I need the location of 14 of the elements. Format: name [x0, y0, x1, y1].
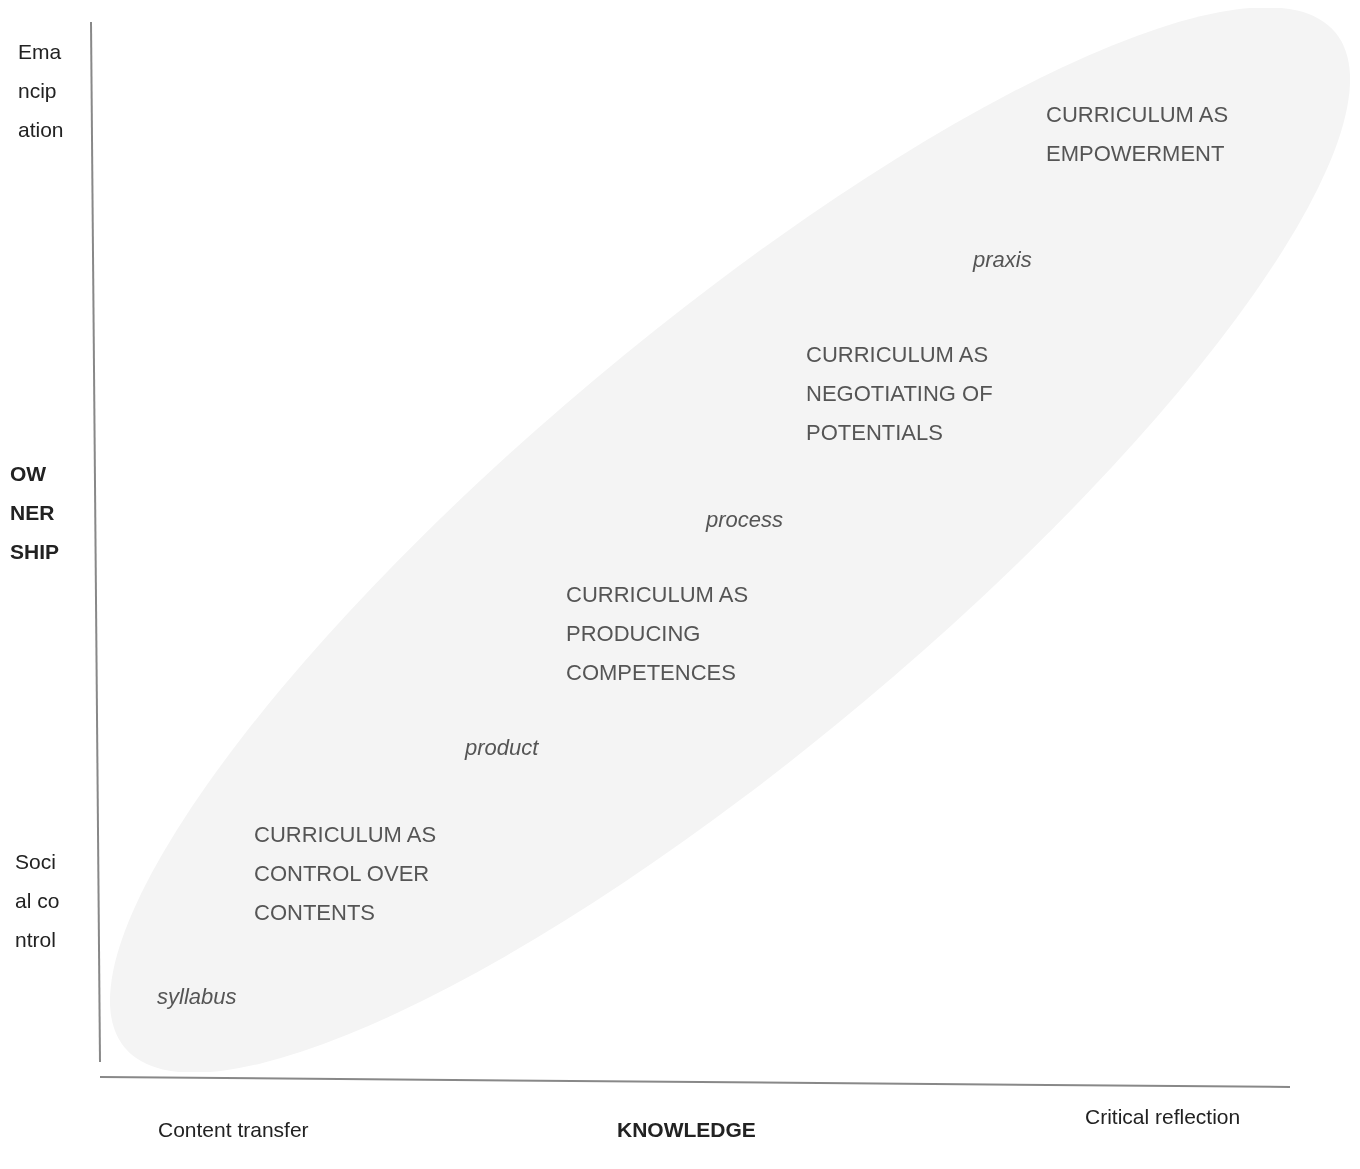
axis-title: KNOWLEDGE	[617, 1117, 757, 1143]
axis-end-label: Critical reflection	[1085, 1104, 1242, 1130]
curriculum-label: CURRICULUM AS NEGOTIATING OF POTENTIALS	[806, 341, 994, 447]
curriculum-label: CURRICULUM AS PRODUCING COMPETENCES	[566, 581, 750, 687]
stage-label: product	[465, 734, 540, 762]
axis-end-label: Content transfer	[158, 1117, 310, 1143]
stage-label: process	[706, 506, 785, 534]
axis-title: OWNERSHIP	[10, 461, 60, 565]
axis-end-label: Emancipation	[18, 39, 65, 143]
axis-end-label: Social control	[15, 849, 61, 953]
curriculum-label: CURRICULUM AS EMPOWERMENT	[1046, 101, 1230, 168]
stage-label: praxis	[973, 246, 1033, 274]
stage-label: syllabus	[157, 983, 238, 1011]
curriculum-label: CURRICULUM AS CONTROL OVER CONTENTS	[254, 821, 438, 927]
